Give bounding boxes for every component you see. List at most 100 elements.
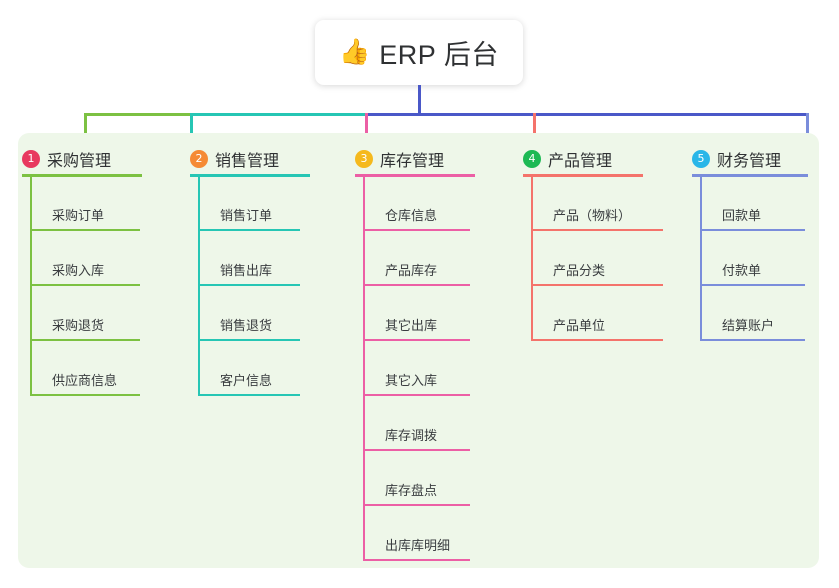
list-item-label: 其它出库 (385, 318, 438, 333)
connector-bus-segment-3 (365, 113, 808, 116)
list-item-rule (363, 559, 470, 561)
list-item[interactable]: 客户信息 (198, 362, 300, 396)
column-title-2: 销售管理 (215, 153, 280, 170)
list-item[interactable]: 其它出库 (363, 307, 470, 341)
list-item-label: 采购订单 (52, 208, 105, 223)
list-item-rule (198, 284, 300, 286)
thumbs-up-icon: 👍 (339, 38, 371, 66)
column-1: 1 采购管理采购订单采购入库采购退货供应商信息 (22, 133, 222, 588)
list-item-rule (30, 394, 140, 396)
list-item[interactable]: 付款单 (700, 252, 805, 286)
column-header-rule-3 (355, 174, 475, 177)
list-item-rule (700, 284, 805, 286)
list-item-rule (30, 284, 140, 286)
list-item[interactable]: 供应商信息 (30, 362, 140, 396)
column-badge-4: 4 (523, 150, 541, 168)
page-title: ERP 后台 (379, 40, 499, 70)
list-item-label: 采购入库 (52, 263, 105, 278)
list-item-rule (363, 449, 470, 451)
column-header-rule-1 (22, 174, 142, 177)
connector-bus-segment-2 (190, 113, 365, 116)
column-title-5: 财务管理 (717, 153, 782, 170)
list-item[interactable]: 回款单 (700, 197, 805, 231)
list-item-rule (700, 339, 805, 341)
list-item-rule (363, 284, 470, 286)
list-item-label: 产品（物料） (553, 208, 632, 223)
column-spine-3 (363, 177, 365, 560)
list-item-label: 仓库信息 (385, 208, 438, 223)
list-item-rule (198, 339, 300, 341)
column-badge-1: 1 (22, 150, 40, 168)
connector-drop-3 (365, 113, 368, 141)
list-item[interactable]: 采购退货 (30, 307, 140, 341)
list-item-label: 付款单 (722, 263, 762, 278)
connector-drop-4 (533, 113, 536, 141)
diagram-title-card[interactable]: 👍 ERP 后台 (315, 20, 523, 85)
list-item-label: 客户信息 (220, 373, 273, 388)
column-title-4: 产品管理 (548, 153, 613, 170)
list-item-rule (363, 394, 470, 396)
list-item-rule (30, 339, 140, 341)
list-item[interactable]: 采购入库 (30, 252, 140, 286)
column-spine-5 (700, 177, 702, 340)
list-item[interactable]: 库存盘点 (363, 472, 470, 506)
list-item-label: 库存盘点 (385, 483, 438, 498)
connector-trunk (418, 85, 421, 113)
column-header-5[interactable]: 5 财务管理 (692, 147, 781, 171)
list-item-label: 销售出库 (220, 263, 273, 278)
connector-drop-1 (84, 113, 87, 141)
list-item[interactable]: 销售退货 (198, 307, 300, 341)
list-item-rule (363, 229, 470, 231)
list-item[interactable]: 采购订单 (30, 197, 140, 231)
list-item[interactable]: 出库库明细 (363, 527, 470, 561)
list-item-label: 销售退货 (220, 318, 273, 333)
column-header-3[interactable]: 3 库存管理 (355, 147, 444, 171)
column-spine-4 (531, 177, 533, 340)
column-3: 3 库存管理仓库信息产品库存其它出库其它入库库存调拨库存盘点出库库明细 (355, 133, 555, 588)
column-4: 4 产品管理产品（物料） 产品分类产品单位 (523, 133, 723, 588)
list-item-rule (531, 229, 663, 231)
column-spine-1 (30, 177, 32, 395)
column-5: 5 财务管理回款单付款单结算账户 (692, 133, 839, 588)
list-item-rule (531, 339, 663, 341)
list-item-label: 库存调拨 (385, 428, 438, 443)
connector-bus-segment-1 (84, 113, 190, 116)
column-title-3: 库存管理 (380, 153, 445, 170)
list-item-label: 产品分类 (553, 263, 606, 278)
list-item-label: 其它入库 (385, 373, 438, 388)
list-item-rule (198, 229, 300, 231)
column-badge-3: 3 (355, 150, 373, 168)
list-item[interactable]: 库存调拨 (363, 417, 470, 451)
list-item[interactable]: 结算账户 (700, 307, 805, 341)
list-item[interactable]: 仓库信息 (363, 197, 470, 231)
list-item[interactable]: 产品单位 (531, 307, 663, 341)
column-header-1[interactable]: 1 采购管理 (22, 147, 111, 171)
list-item-rule (198, 394, 300, 396)
list-item[interactable]: 产品分类 (531, 252, 663, 286)
list-item[interactable]: 销售订单 (198, 197, 300, 231)
list-item-rule (30, 229, 140, 231)
list-item-label: 产品单位 (553, 318, 606, 333)
list-item-label: 结算账户 (722, 318, 775, 333)
list-item-label: 采购退货 (52, 318, 105, 333)
list-item[interactable]: 产品库存 (363, 252, 470, 286)
list-item[interactable]: 其它入库 (363, 362, 470, 396)
column-badge-5: 5 (692, 150, 710, 168)
column-header-rule-2 (190, 174, 310, 177)
list-item-label: 产品库存 (385, 263, 438, 278)
list-item-rule (531, 284, 663, 286)
column-title-1: 采购管理 (47, 153, 112, 170)
list-item[interactable]: 销售出库 (198, 252, 300, 286)
column-header-rule-4 (523, 174, 643, 177)
column-header-4[interactable]: 4 产品管理 (523, 147, 612, 171)
list-item-rule (700, 229, 805, 231)
list-item-label: 供应商信息 (52, 373, 118, 388)
column-spine-2 (198, 177, 200, 395)
list-item-label: 销售订单 (220, 208, 273, 223)
list-item[interactable]: 产品（物料） (531, 197, 663, 231)
diagram-panel (18, 133, 819, 568)
column-header-rule-5 (692, 174, 808, 177)
